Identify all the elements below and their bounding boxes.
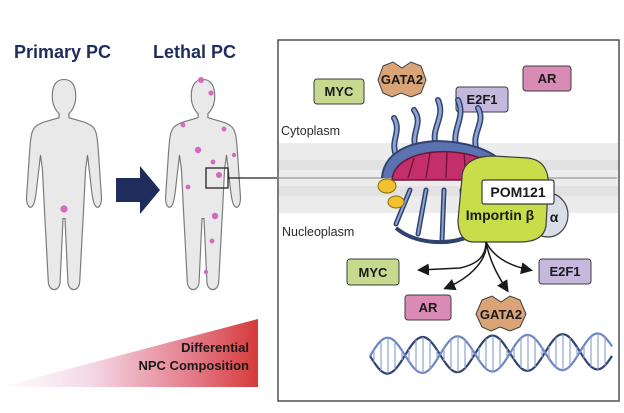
pom121-label-box: POM121 — [481, 179, 555, 205]
gradient-label-line1: Differential — [181, 340, 249, 355]
metastasis-dots — [180, 77, 237, 275]
svg-text:GATA2: GATA2 — [381, 72, 423, 87]
nucleoplasm-label: Nucleoplasm — [282, 225, 354, 239]
svg-text:Importin β: Importin β — [466, 207, 535, 223]
import-arrows — [417, 241, 533, 293]
factor-e2f1-top: E2F1 — [455, 86, 509, 113]
factor-myc-bottom: MYC — [346, 258, 400, 286]
gradient-label-line2: NPC Composition — [139, 358, 250, 373]
dna-helix — [369, 332, 613, 375]
factor-ar-top: AR — [522, 65, 572, 92]
primary-body-figure — [25, 78, 103, 291]
lethal-body-figure — [164, 78, 242, 291]
factor-e2f1-bottom: E2F1 — [538, 258, 592, 285]
svg-text:GATA2: GATA2 — [480, 307, 522, 322]
factor-gata2-bottom: GATA2 — [475, 295, 527, 332]
svg-text:POM121: POM121 — [490, 184, 545, 200]
primary-pc-title: Primary PC — [14, 42, 111, 62]
svg-text:E2F1: E2F1 — [549, 264, 580, 279]
svg-text:AR: AR — [538, 71, 557, 86]
svg-text:E2F1: E2F1 — [466, 92, 497, 107]
primary-tumor-dot — [60, 205, 68, 213]
npc-gradient-wedge — [0, 319, 258, 387]
progression-arrow — [116, 166, 160, 214]
factor-myc-top: MYC — [313, 78, 365, 105]
cytoplasm-label: Cytoplasm — [281, 124, 340, 138]
lethal-pc-title: Lethal PC — [153, 42, 236, 62]
svg-text:α: α — [550, 209, 559, 225]
factor-gata2-top: GATA2 — [377, 61, 427, 98]
svg-text:MYC: MYC — [359, 265, 389, 280]
factor-ar-bottom: AR — [404, 294, 452, 321]
svg-text:AR: AR — [419, 300, 438, 315]
svg-text:MYC: MYC — [325, 84, 355, 99]
